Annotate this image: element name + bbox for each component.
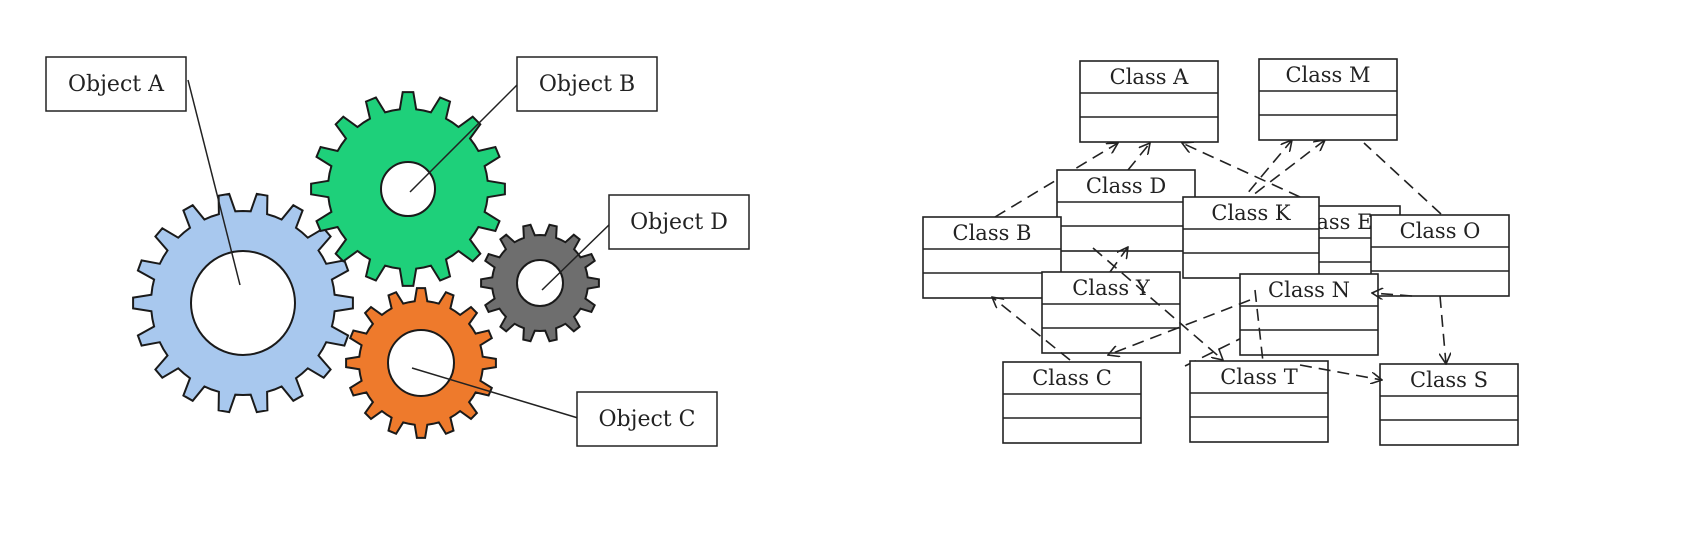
class-box-a: Class A <box>1079 60 1219 143</box>
class-box-title-y: Class Y <box>1072 276 1151 300</box>
dependency-arrow-o6 <box>1254 289 1264 363</box>
dependency-arrow-o3 <box>1440 295 1446 364</box>
dependency-arrow-u0 <box>994 143 1118 218</box>
class-box-title-a: Class A <box>1110 65 1190 89</box>
label-object-a-text: Object A <box>68 72 165 97</box>
class-box-s: Class S <box>1379 363 1519 446</box>
leader-line-object-a <box>187 79 241 286</box>
label-object-b: Object B <box>516 56 658 112</box>
class-box-title-d: Class D <box>1086 174 1166 198</box>
label-object-b-text: Object B <box>539 72 635 97</box>
class-box-title-s: Class S <box>1410 368 1488 392</box>
class-box-title-b: Class B <box>953 221 1032 245</box>
label-object-d: Object D <box>608 194 750 250</box>
class-box-d: Class D <box>1056 169 1196 252</box>
leader-line-object-d <box>541 221 613 291</box>
class-box-title-c: Class C <box>1032 366 1112 390</box>
gear-icon-object-a <box>132 192 354 414</box>
class-box-y: Class Y <box>1041 271 1181 354</box>
dependency-arrows-front <box>992 247 1446 380</box>
dependency-arrow-o2 <box>1299 364 1382 380</box>
dependency-arrow-o7 <box>1109 247 1128 273</box>
class-box-b: Class B <box>922 216 1062 299</box>
class-box-c: Class C <box>1002 361 1142 444</box>
leader-line-object-c <box>411 367 579 419</box>
class-box-title-k: Class K <box>1211 201 1291 225</box>
gear-icon-object-b <box>310 91 506 287</box>
dependency-arrow-o0 <box>992 297 1071 361</box>
label-object-a: Object A <box>45 56 187 112</box>
dependency-arrow-u2 <box>1182 143 1301 198</box>
label-object-c-text: Object C <box>599 407 696 432</box>
class-box-k: Class K <box>1182 196 1320 279</box>
class-box-n: Class N <box>1239 273 1379 356</box>
dependency-arrow-o4 <box>1372 293 1413 296</box>
dependency-arrow-u1 <box>1127 143 1150 171</box>
class-box-title-n: Class N <box>1268 278 1350 302</box>
dependency-arrow-u4 <box>1239 140 1325 206</box>
class-box-o: Class O <box>1370 214 1510 297</box>
label-object-d-text: Object D <box>630 210 728 235</box>
leader-line-object-b <box>409 81 521 193</box>
class-box-title-o: Class O <box>1400 219 1481 243</box>
class-box-t: Class T <box>1189 360 1329 443</box>
class-box-title-t: Class T <box>1220 365 1298 389</box>
gear-icon-object-c <box>345 287 497 439</box>
label-object-c: Object C <box>576 391 718 447</box>
class-box-title-m: Class M <box>1285 63 1370 87</box>
class-box-m: Class M <box>1258 58 1398 141</box>
dependency-arrow-o5 <box>1108 299 1251 355</box>
dependency-arrow-u3 <box>1363 142 1442 215</box>
gears-diagram: Object A Object B Object D Object C <box>45 56 750 447</box>
gear-icon-object-d <box>480 223 600 343</box>
